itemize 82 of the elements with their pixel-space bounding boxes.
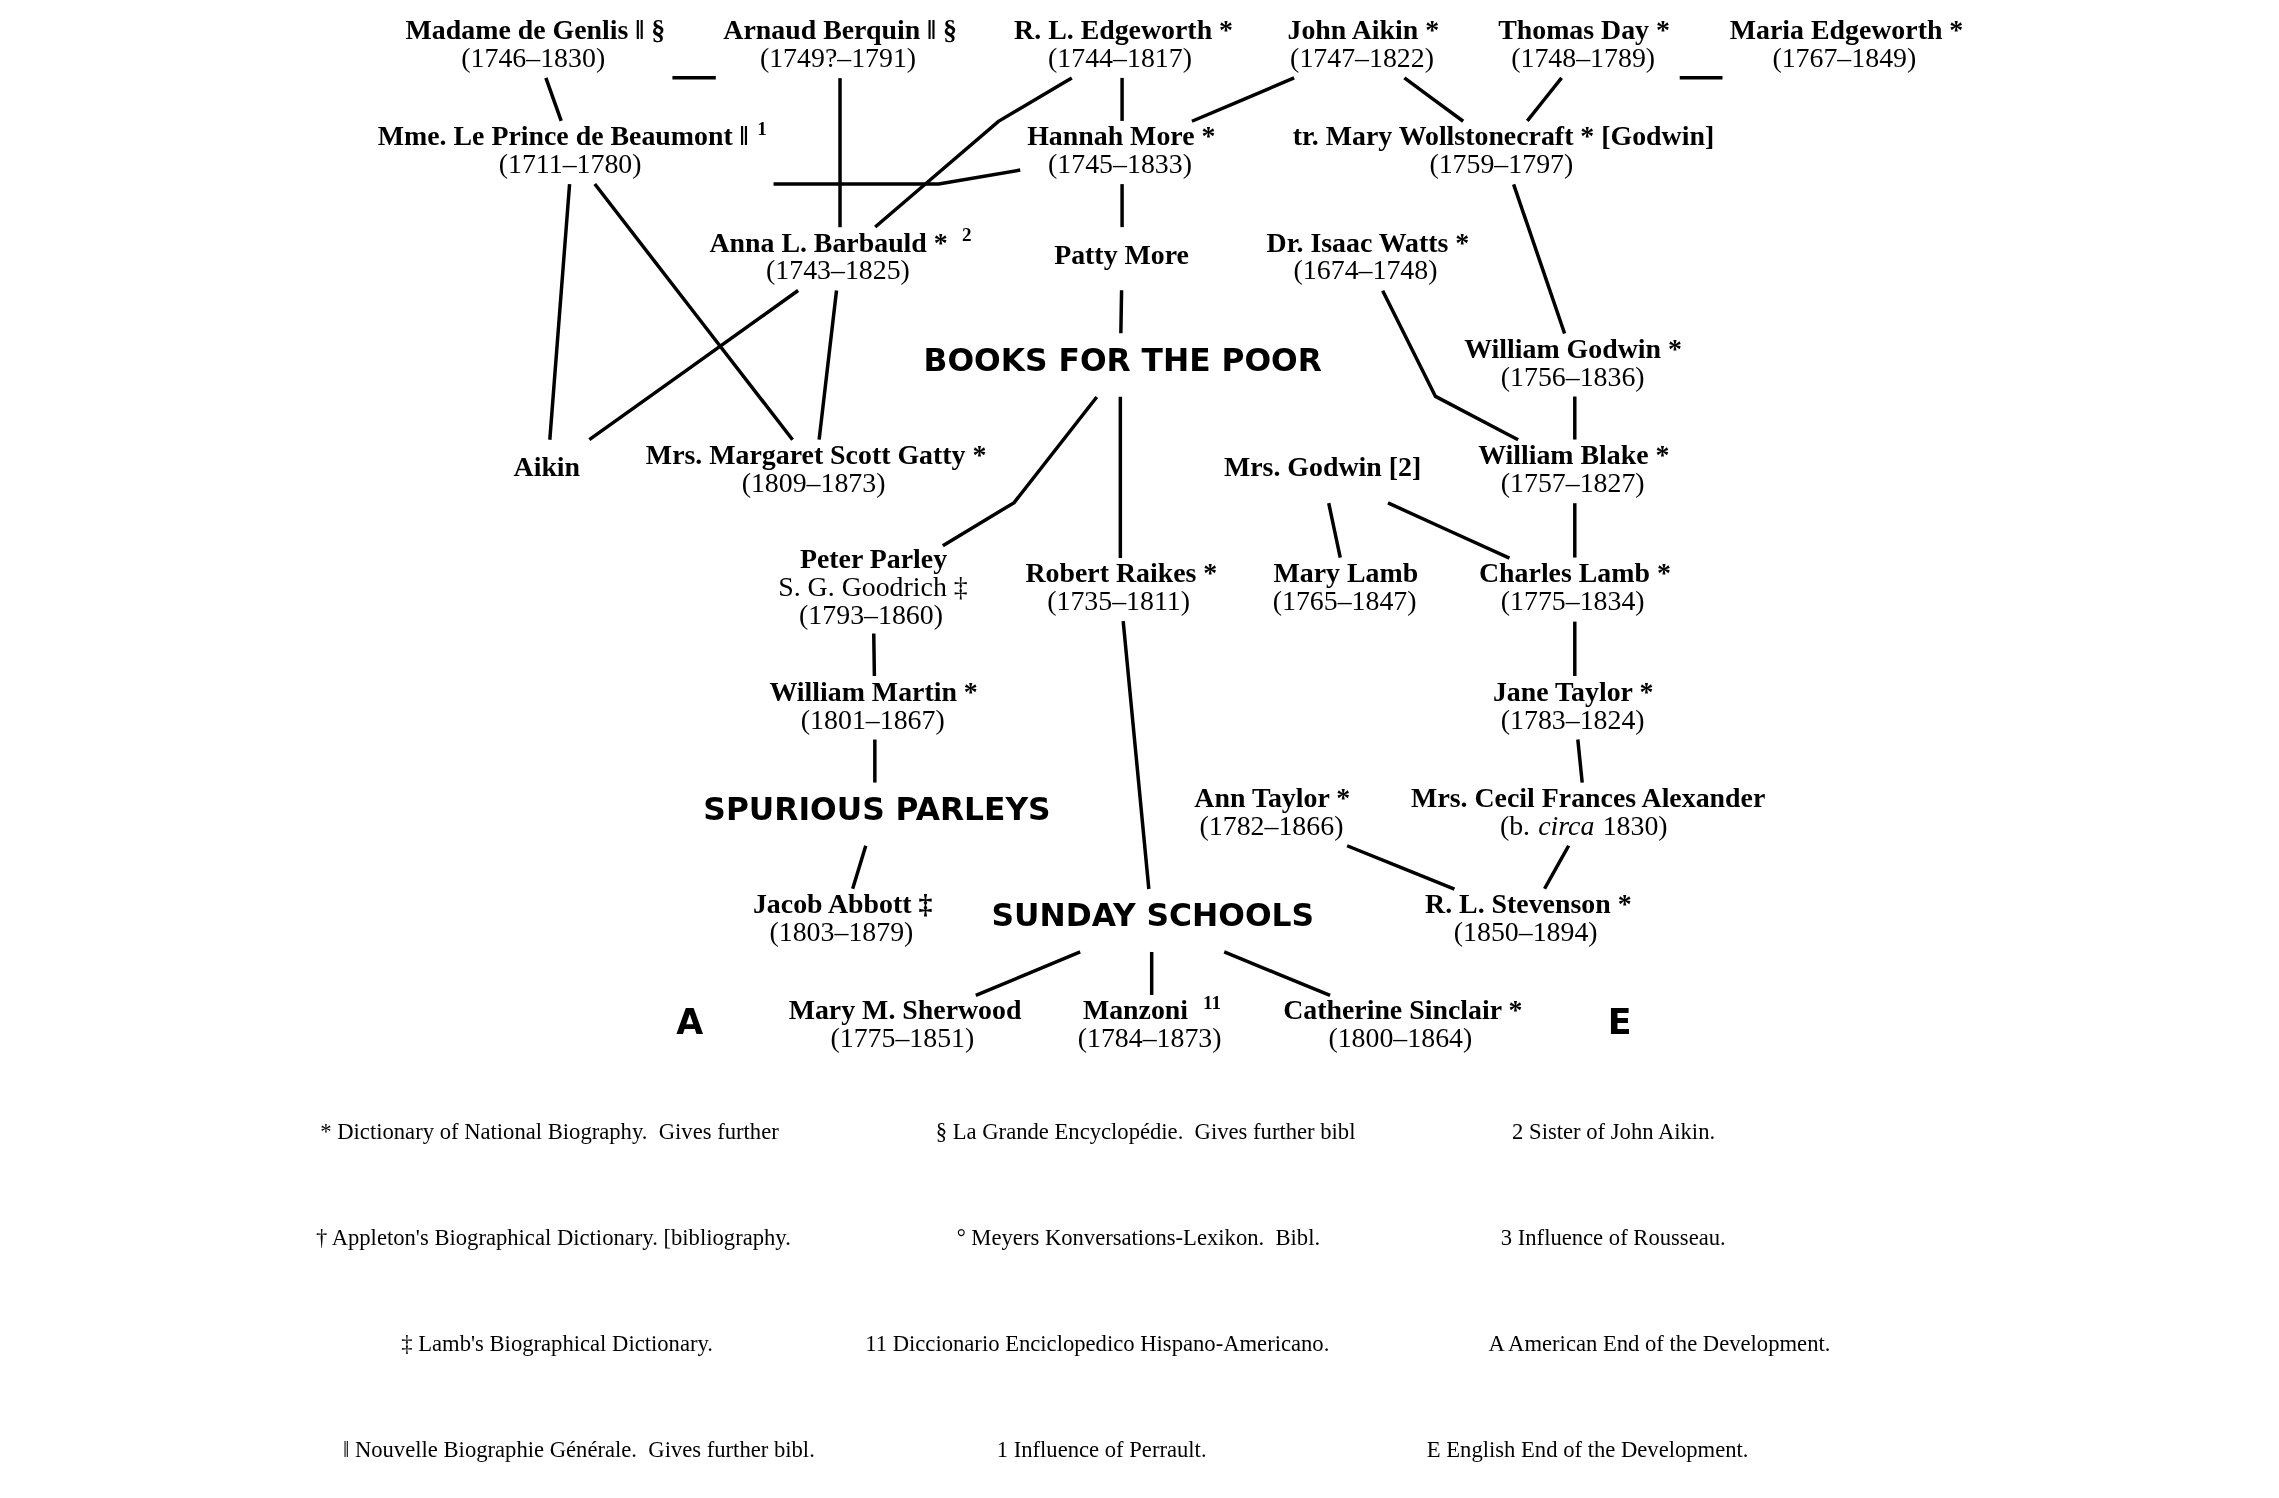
connector bbox=[588, 289, 800, 442]
connector bbox=[975, 950, 1081, 997]
node-text: William Martin * (1801–1867) bbox=[769, 675, 978, 735]
connector bbox=[1120, 77, 1124, 121]
connector bbox=[1346, 844, 1456, 891]
connector bbox=[1119, 290, 1124, 334]
connector bbox=[872, 633, 877, 677]
connector bbox=[874, 76, 1073, 229]
node-text: Mary Lamb (1765–1847) bbox=[1272, 557, 1419, 617]
node-text: Ann Taylor * (1782–1866) bbox=[1194, 781, 1351, 841]
node-text: Aikin bbox=[513, 451, 581, 483]
connector bbox=[1149, 951, 1154, 995]
label: 1 Influence of Perrault. bbox=[996, 1437, 1207, 1463]
node-text: Maria Edgeworth * (1767–1849) bbox=[1729, 14, 1964, 73]
label: A American End of the Development. bbox=[1488, 1331, 1831, 1357]
node-text: Jacob Abbott ‡ (1803–1879) bbox=[752, 888, 933, 948]
node-text: Anna L. Barbauld * $^{2}$ (1743–1825) bbox=[709, 224, 972, 286]
node-text: William Godwin * (1756–1836) bbox=[1464, 332, 1682, 392]
label: A bbox=[676, 1001, 704, 1042]
node-text: SUNDAY SCHOOLS bbox=[991, 897, 1315, 934]
node-text: Thomas Day * (1748–1789) bbox=[1498, 14, 1670, 73]
connector bbox=[1120, 184, 1124, 228]
connector bbox=[1573, 503, 1577, 558]
connector bbox=[1679, 76, 1723, 80]
connector bbox=[773, 168, 1021, 186]
connector bbox=[1381, 289, 1519, 442]
label: § La Grande Encyclopédie. Gives further bibl bbox=[935, 1118, 1356, 1144]
label: ‡ Lamb's Biographical Dictionary. bbox=[401, 1331, 713, 1357]
node-text: BOOKS FOR THE POOR bbox=[923, 341, 1322, 378]
connector bbox=[548, 183, 572, 440]
node-text: Mrs. Godwin [2] bbox=[1223, 451, 1422, 483]
connector bbox=[1525, 76, 1563, 122]
connector bbox=[873, 739, 877, 783]
node-text: Hannah More * (1745–1833) bbox=[1027, 120, 1216, 180]
label: ‖ Nouvelle Biographie Générale. Gives further bibl. bbox=[342, 1437, 815, 1463]
label: † Appleton's Biographical Dictionary. [bibliography. bbox=[315, 1225, 791, 1251]
node-text: Catherine Sinclair * (1800–1864) bbox=[1283, 994, 1523, 1054]
connector bbox=[851, 845, 868, 890]
node-text: Mary M. Sherwood (1775–1851) bbox=[788, 994, 1022, 1054]
label: 3 Influence of Rousseau. bbox=[1500, 1225, 1726, 1251]
connector bbox=[1576, 739, 1584, 783]
node-text: William Blake * (1757–1827) bbox=[1478, 438, 1670, 498]
connector bbox=[593, 182, 794, 441]
connector bbox=[544, 77, 563, 122]
node-text: Madame de Genlis ‖ § (1746–1830) bbox=[405, 14, 666, 73]
node-text: Charles Lamb * (1775–1834) bbox=[1479, 557, 1671, 617]
connector bbox=[838, 78, 842, 228]
node-text: Dr. Isaac Watts * (1674–1748) bbox=[1266, 226, 1470, 286]
node-text: Arnaud Berquin ‖ § (1749?–1791) bbox=[723, 14, 958, 73]
connector bbox=[1191, 76, 1295, 123]
connector bbox=[1118, 396, 1123, 558]
node-text: Manzoni $^{11}$ (1784–1873) bbox=[1077, 991, 1222, 1054]
connector bbox=[1573, 396, 1577, 440]
label: * Dictionary of National Biography. Gives further bbox=[320, 1118, 779, 1144]
connector bbox=[1511, 183, 1567, 334]
node-text: Jane Taylor * (1783–1824) bbox=[1492, 675, 1654, 735]
node-text: Peter Parley S. G. Goodrich ‡ (1793–1860) bbox=[778, 543, 968, 631]
node-text: SPURIOUS PARLEYS bbox=[703, 791, 1051, 828]
connector bbox=[817, 290, 839, 440]
connector bbox=[1223, 950, 1331, 997]
label: E English End of the Development. bbox=[1426, 1437, 1749, 1463]
node-text: Mme. Le Prince de Beaumont ‖ $^{1}$ (1711–1780) bbox=[377, 117, 767, 180]
connector bbox=[1121, 620, 1151, 890]
connector bbox=[1543, 844, 1571, 890]
node-text: Mrs. Margaret Scott Gatty * (1809–1873) bbox=[645, 438, 987, 498]
connector bbox=[1403, 76, 1465, 123]
label: ° Meyers Konversations-Lexikon. Bibl. bbox=[956, 1225, 1321, 1251]
connector bbox=[1387, 501, 1511, 560]
node-text: John Aikin * (1747–1822) bbox=[1287, 14, 1440, 73]
label: 11 Diccionario Enciclopedico Hispano-Americano. bbox=[865, 1331, 1330, 1357]
node-text: Patty More bbox=[1054, 238, 1189, 270]
label: 2 Sister of John Aikin. bbox=[1512, 1118, 1716, 1144]
node-text: R. L. Edgeworth * (1744–1817) bbox=[1014, 14, 1234, 73]
node-text: tr. Mary Wollstonecraft * [Godwin] (1759–1797) bbox=[1292, 120, 1715, 180]
connector bbox=[672, 76, 716, 80]
connector bbox=[941, 395, 1099, 548]
node-text: Mrs. Cecil Frances Alexander (b. circa 1830) bbox=[1411, 781, 1766, 841]
connector bbox=[1327, 502, 1342, 558]
connector bbox=[1573, 621, 1577, 676]
label: E bbox=[1607, 1001, 1632, 1042]
node-text: Robert Raikes * (1735–1811) bbox=[1025, 557, 1218, 617]
node-text: R. L. Stevenson * (1850–1894) bbox=[1425, 888, 1632, 948]
